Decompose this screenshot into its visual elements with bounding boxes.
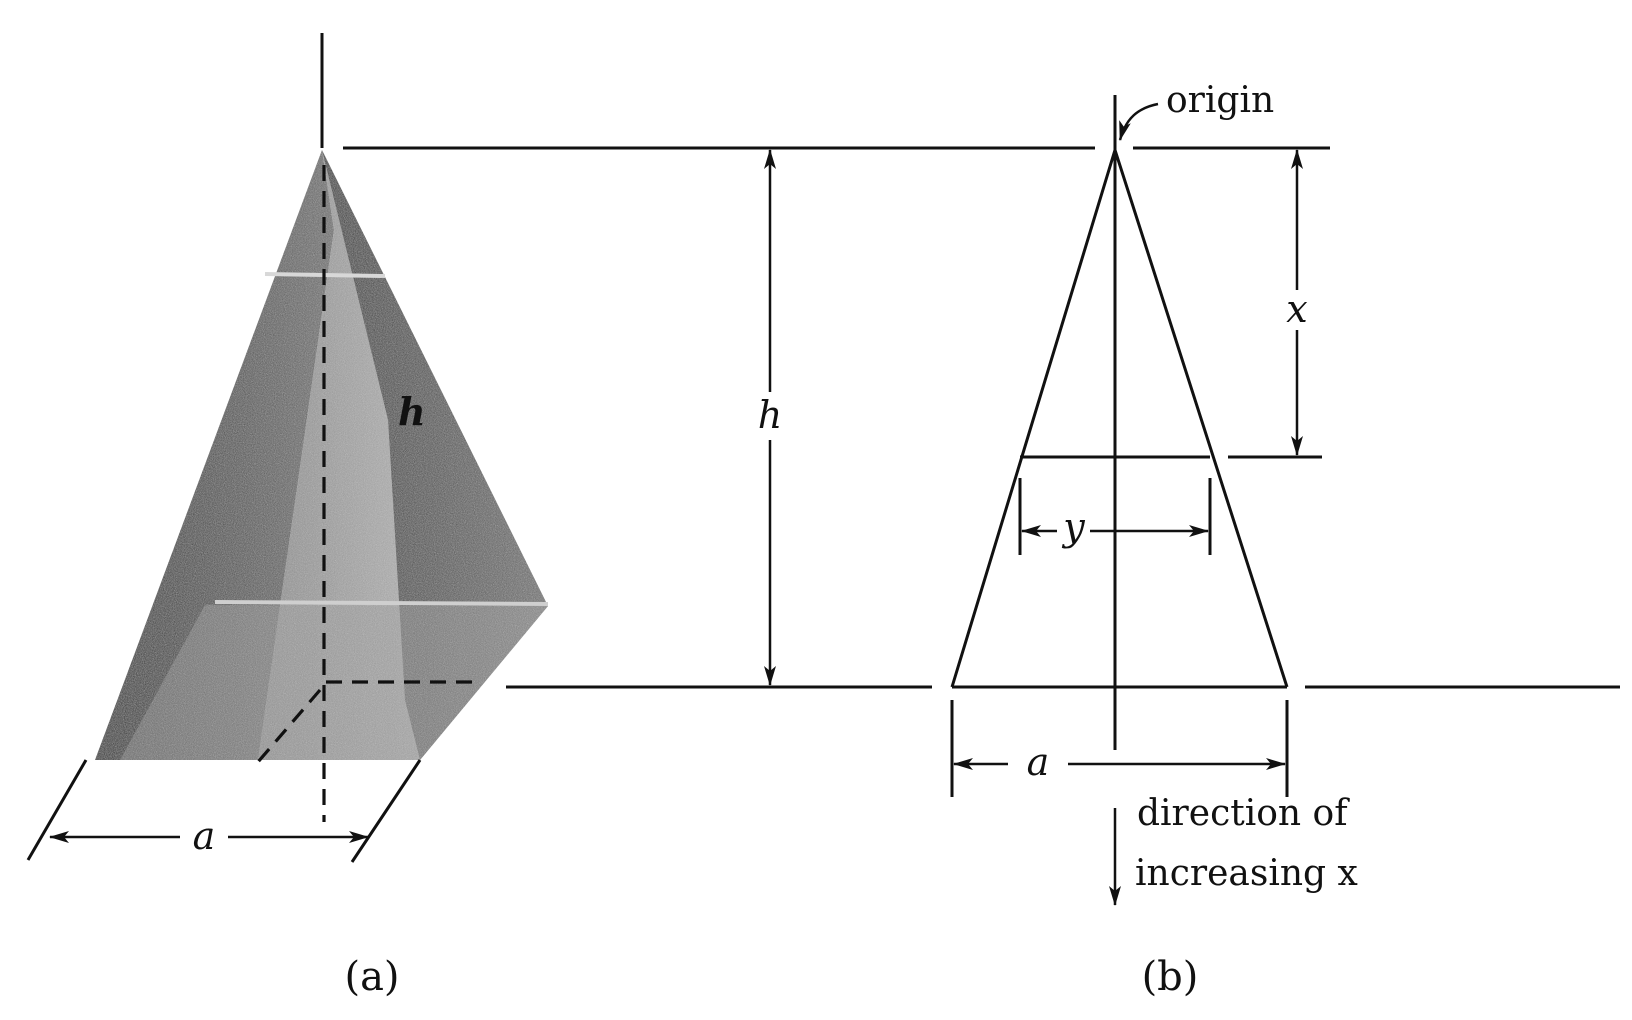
- section-triangle-sides: [950, 144, 1289, 688]
- base-extension-right: [350, 759, 422, 863]
- pyramid-lower-slice: [214, 600, 549, 606]
- x-label: x: [1286, 287, 1307, 331]
- direction-text-line2: increasing x: [1135, 853, 1358, 894]
- panel-a-caption: (a): [344, 954, 399, 1000]
- y-label: y: [1061, 505, 1085, 549]
- origin-label: origin: [1166, 80, 1274, 121]
- section-base-label: a: [1027, 740, 1050, 784]
- height-label: h: [758, 393, 782, 437]
- base-extension-left: [26, 759, 88, 861]
- pyramid-height-label: h: [398, 389, 426, 434]
- panel-a-pyramid: h a (a): [26, 33, 549, 1000]
- pyramid-faces: [95, 150, 548, 760]
- panel-b-section: origin x y a direction of increasing x (…: [950, 80, 1358, 1000]
- direction-text-line1: direction of: [1137, 793, 1350, 834]
- origin-pointer: [1118, 102, 1159, 141]
- pyramid-base-label: a: [193, 814, 216, 858]
- height-dimension: h: [343, 146, 1620, 689]
- pyramid-hidden-diagonal-edge: [256, 688, 322, 764]
- panel-b-caption: (b): [1142, 954, 1199, 1000]
